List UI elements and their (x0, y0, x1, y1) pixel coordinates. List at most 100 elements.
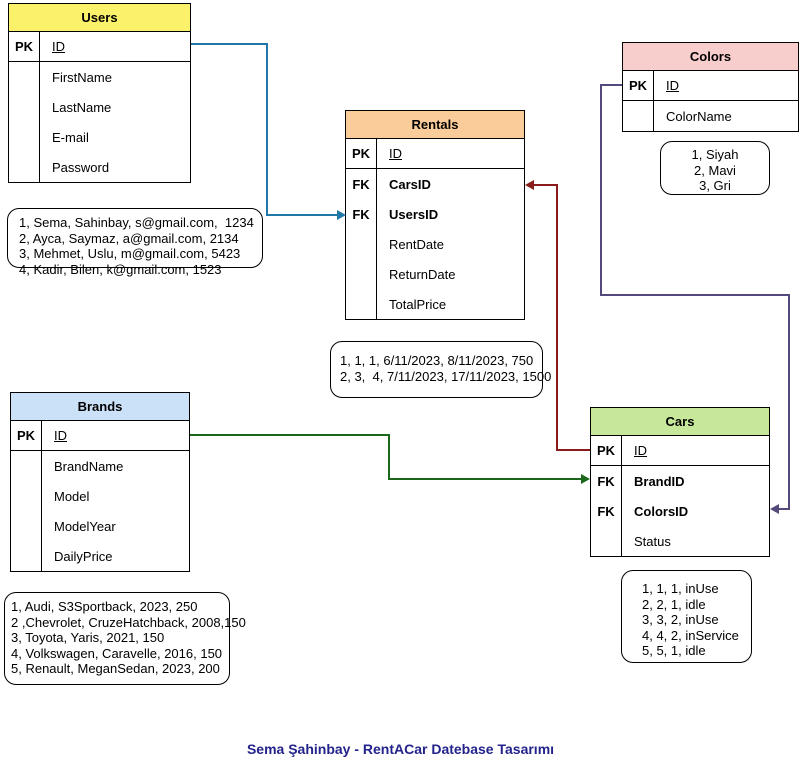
row-field-label: ModelYear (54, 518, 116, 534)
row-key-label (591, 526, 622, 556)
note-line: 1, 1, 1, 6/11/2023, 8/11/2023, 750 (340, 353, 534, 368)
row-key-label: PK (346, 139, 377, 168)
row-field-label: BrandID (634, 473, 685, 489)
connector-brands-cars (388, 478, 582, 480)
table-row[interactable]: FK CarsID (346, 169, 524, 199)
table-cars-title: Cars (591, 408, 769, 436)
note-line: 1, Siyah (691, 147, 739, 162)
table-cars[interactable]: Cars PK ID FK BrandID FK ColorsID Status (590, 407, 770, 557)
row-field-label: ReturnDate (389, 266, 456, 282)
note-line: 2, 2, 1, idle (642, 596, 706, 612)
connector-cars-rentals (556, 449, 590, 451)
note-brands-data[interactable]: 1, Audi, S3Sportback, 2023, 250 2 ,Chevr… (4, 592, 246, 685)
note-cars-data[interactable]: 1, 1, 1, inUse 2, 2, 1, idle 3, 3, 2, in… (621, 570, 752, 663)
row-key-label (11, 541, 42, 571)
table-users[interactable]: Users PK ID FirstName LastName E-mail Pa… (8, 3, 191, 183)
row-field-label: LastName (52, 99, 112, 115)
table-row[interactable]: FK UsersID (346, 199, 524, 229)
arrowhead-left-icon (525, 180, 534, 190)
table-row[interactable]: ModelYear (11, 511, 189, 541)
row-key-label (9, 122, 40, 152)
row-field-label: Status (634, 533, 671, 549)
row-key-label: FK (346, 199, 377, 229)
connector-colors-cars (601, 84, 622, 86)
note-line: 3, 3, 2, inUse (642, 612, 719, 627)
connector-brands-cars (388, 434, 390, 480)
table-brands-title: Brands (11, 393, 189, 421)
note-line: 5, 5, 1, idle (642, 643, 706, 658)
note-line: 1, 1, 1, inUse (642, 581, 719, 596)
table-row[interactable]: ColorName (623, 101, 798, 131)
connector-cars-rentals (533, 184, 558, 186)
table-row[interactable]: E-mail (9, 122, 190, 152)
table-colors[interactable]: Colors PK ID ColorName (622, 42, 799, 132)
row-key-label (623, 101, 654, 131)
table-row[interactable]: RentDate (346, 229, 524, 259)
table-row[interactable]: PK ID (11, 421, 189, 451)
row-key-label (11, 511, 42, 541)
table-row[interactable]: Status (591, 526, 769, 556)
note-line: 2 ,Chevrolet, CruzeHatchback, 2008,150 (11, 614, 246, 630)
note-line: 3, Toyota, Yaris, 2021, 150 (11, 630, 165, 645)
table-row[interactable]: LastName (9, 92, 190, 122)
table-row[interactable]: FK ColorsID (591, 496, 769, 526)
note-line: 3, Mehmet, Uslu, m@gmail.com, 5423 (19, 246, 241, 261)
table-row[interactable]: BrandName (11, 451, 189, 481)
row-field-label: ID (54, 428, 67, 443)
row-field-label: ID (52, 39, 65, 54)
row-key-label (9, 152, 40, 182)
row-field-label: ID (389, 146, 402, 161)
row-field-label: UsersID (389, 206, 439, 222)
note-line: 2, 3, 4, 7/11/2023, 17/11/2023, 1500 (340, 368, 552, 384)
row-field-label: CarsID (389, 176, 431, 192)
arrowhead-right-icon (337, 210, 346, 220)
table-row[interactable]: PK ID (346, 139, 524, 169)
note-line: 4, Kadir, Bilen, k@gmail.com, 1523 (19, 261, 222, 277)
table-row[interactable]: PK ID (623, 71, 798, 101)
note-line: 2, Ayca, Saymaz, a@gmail.com, 2134 (19, 230, 239, 246)
table-row[interactable]: ReturnDate (346, 259, 524, 289)
table-colors-title: Colors (623, 43, 798, 71)
row-field-label: FirstName (52, 69, 112, 85)
connector-brands-cars (190, 434, 390, 436)
row-field-label: BrandName (54, 458, 124, 474)
note-line: 1, Audi, S3Sportback, 2023, 250 (11, 599, 198, 614)
note-rentals-data[interactable]: 1, 1, 1, 6/11/2023, 8/11/2023, 750 2, 3,… (330, 341, 552, 398)
note-users-data[interactable]: 1, Sema, Sahinbay, s@gmail.com, 1234 2, … (7, 208, 263, 277)
row-key-label: FK (591, 466, 622, 496)
table-brands[interactable]: Brands PK ID BrandName Model ModelYear D… (10, 392, 190, 572)
table-row[interactable]: PK ID (591, 436, 769, 466)
note-line: 4, Volkswagen, Caravelle, 2016, 150 (11, 645, 223, 661)
note-line: 2, Mavi (694, 162, 736, 178)
row-field-label: ColorName (666, 108, 732, 124)
table-users-title: Users (9, 4, 190, 32)
table-row[interactable]: Model (11, 481, 189, 511)
note-colors-data[interactable]: 1, Siyah 2, Mavi 3, Gri (660, 141, 770, 195)
note-line: 3, Gri (699, 178, 731, 193)
row-key-label: FK (591, 496, 622, 526)
table-row[interactable]: PK ID (9, 32, 190, 62)
row-field-label: ColorsID (634, 503, 689, 519)
connector-users-rentals (266, 214, 337, 216)
note-line: 4, 4, 2, inService (642, 627, 739, 643)
row-field-label: E-mail (52, 129, 89, 145)
connector-colors-cars (778, 508, 790, 510)
table-row[interactable]: DailyPrice (11, 541, 189, 571)
table-row[interactable]: Password (9, 152, 190, 182)
table-row[interactable]: FirstName (9, 62, 190, 92)
row-key-label: PK (591, 436, 622, 465)
row-key-label (9, 62, 40, 92)
row-key-label (11, 481, 42, 511)
table-row[interactable]: TotalPrice (346, 289, 524, 319)
row-key-label (11, 451, 42, 481)
connector-colors-cars (788, 294, 790, 510)
connector-colors-cars (600, 84, 602, 296)
arrowhead-right-icon (581, 474, 590, 484)
row-key-label (346, 229, 377, 259)
arrowhead-left-icon (770, 504, 779, 514)
connector-users-rentals (266, 43, 268, 215)
table-row[interactable]: FK BrandID (591, 466, 769, 496)
row-field-label: ID (634, 443, 647, 458)
table-rentals[interactable]: Rentals PK ID FK CarsID FK UsersID RentD… (345, 110, 525, 320)
